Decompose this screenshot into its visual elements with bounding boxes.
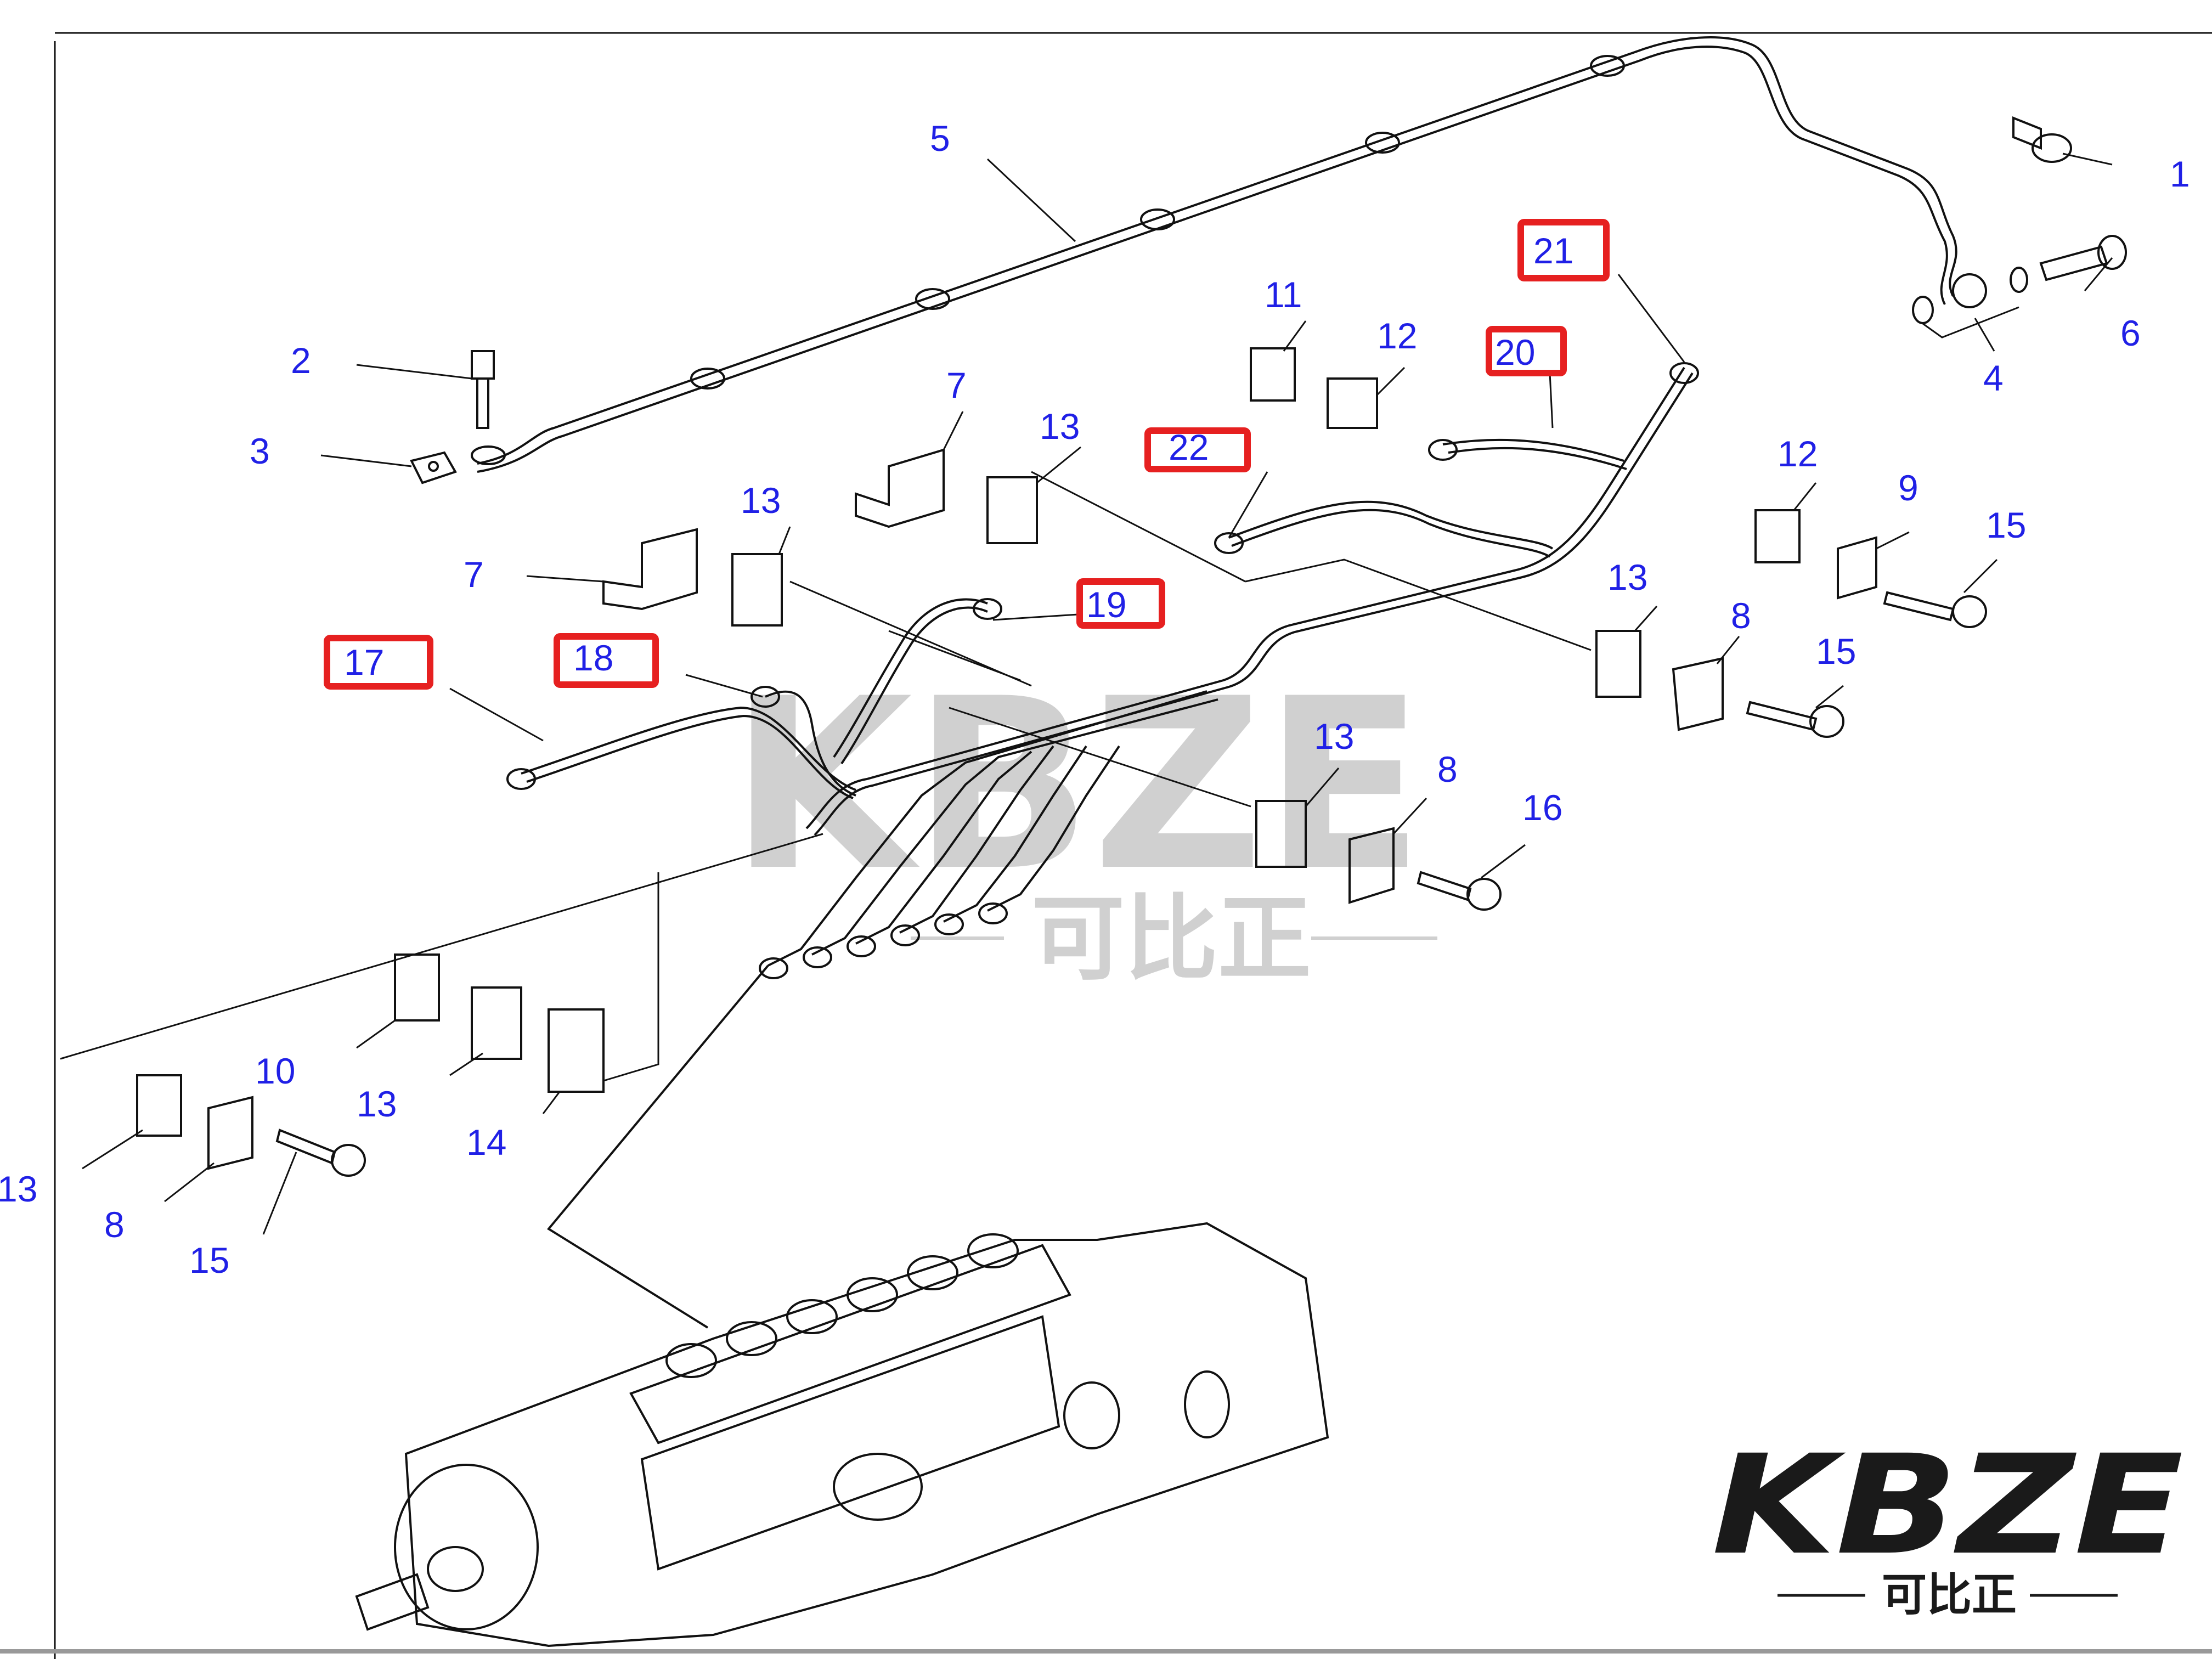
part-1-fitting (2012, 116, 2072, 163)
callout-12-right: 12 (1778, 433, 1818, 474)
callout-14: 14 (466, 1122, 506, 1163)
callout-19: 19 (1086, 584, 1126, 625)
callout-1: 1 (2170, 154, 2190, 194)
callout-13-f: 13 (0, 1169, 37, 1209)
callout-2: 2 (291, 340, 311, 381)
callout-12-upper: 12 (1377, 315, 1417, 356)
callout-15-lower: 15 (189, 1240, 229, 1280)
callout-5: 5 (930, 118, 950, 159)
highlight-box-21 (1517, 219, 1610, 281)
gaskets-4 (1912, 267, 2028, 338)
injection-lines (521, 366, 1694, 836)
line-fittings (506, 362, 1699, 979)
callout-15-mid: 15 (1816, 631, 1856, 672)
highlight-box-18 (554, 633, 659, 688)
bolts-15-16 (275, 591, 1987, 1177)
delivery-lines-to-pump (546, 690, 1218, 1329)
callout-8-left: 8 (104, 1204, 125, 1245)
fuel-injection-pump (355, 1222, 1329, 1647)
highlight-box-17 (324, 635, 433, 690)
callout-13-e: 13 (357, 1084, 397, 1124)
clamp-brackets (136, 347, 1877, 1170)
callout-13-d: 13 (1314, 716, 1354, 757)
callout-labels: 1 2 3 4 5 6 7 7 8 8 8 9 10 11 12 12 13 1… (0, 118, 2190, 1280)
banjo-bolt-6 (2039, 235, 2127, 281)
clip-3 (410, 451, 457, 484)
callout-18: 18 (573, 637, 613, 678)
return-pipe-5 (477, 36, 1957, 473)
callout-20: 20 (1495, 332, 1535, 373)
callout-17: 17 (344, 642, 384, 682)
callout-8-mid: 8 (1437, 749, 1458, 789)
callout-13-c: 13 (1607, 557, 1647, 597)
assembly-leader-lines (60, 471, 1592, 1082)
callout-15-upper: 15 (1986, 505, 2026, 545)
highlight-box-19 (1076, 578, 1165, 629)
highlight-boxes (324, 219, 1610, 690)
callout-10: 10 (255, 1051, 295, 1091)
callout-13-a: 13 (1040, 406, 1080, 447)
callout-7-left: 7 (464, 554, 484, 595)
watermark-subtitle: 可比正 (1031, 885, 1311, 994)
highlight-box-22 (1144, 427, 1251, 472)
callout-7-upper: 7 (946, 365, 967, 405)
callout-11: 11 (1265, 274, 1302, 315)
callout-leaders (82, 153, 2113, 1235)
logo-brand: KBZE (1712, 1425, 2183, 1585)
callout-9: 9 (1898, 467, 1918, 508)
brand-logo: KBZE 可比正 (1712, 1425, 2183, 1621)
logo-subtitle: 可比正 (1882, 1569, 2017, 1621)
callout-21: 21 (1533, 230, 1573, 271)
callout-16: 16 (1522, 787, 1562, 828)
callout-6: 6 (2120, 313, 2141, 353)
callout-8-right: 8 (1731, 595, 1751, 636)
bolt-2 (471, 350, 506, 465)
callout-3: 3 (250, 431, 270, 471)
callout-13-b: 13 (741, 480, 781, 521)
highlight-box-20 (1486, 326, 1567, 376)
callout-4: 4 (1983, 358, 2004, 398)
callout-22: 22 (1169, 427, 1209, 467)
